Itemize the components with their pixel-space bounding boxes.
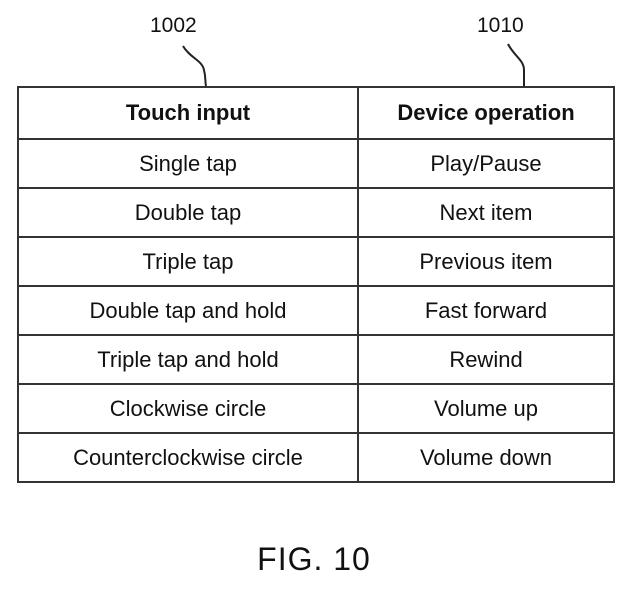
touch-input-table: Touch input Device operation Single tap …	[17, 86, 615, 483]
reference-numeral-1010: 1010	[477, 14, 524, 37]
touch-input-cell: Counterclockwise circle	[17, 432, 359, 483]
touch-input-cell: Single tap	[17, 138, 359, 189]
touch-input-cell: Double tap	[17, 187, 359, 238]
touch-input-cell: Triple tap and hold	[17, 334, 359, 385]
column-header-device-operation: Device operation	[357, 86, 615, 140]
device-operation-cell: Volume down	[357, 432, 615, 483]
touch-input-cell: Triple tap	[17, 236, 359, 287]
device-operation-cell: Rewind	[357, 334, 615, 385]
table-row: Triple tap and hold Rewind	[17, 334, 615, 385]
table-row: Double tap Next item	[17, 187, 615, 238]
leader-line-1010	[507, 43, 525, 86]
leader-line-1002	[182, 45, 207, 87]
touch-input-cell: Clockwise circle	[17, 383, 359, 434]
figure-caption: FIG. 10	[257, 541, 371, 577]
device-operation-cell: Previous item	[357, 236, 615, 287]
touch-input-cell: Double tap and hold	[17, 285, 359, 336]
device-operation-cell: Play/Pause	[357, 138, 615, 189]
table-row: Double tap and hold Fast forward	[17, 285, 615, 336]
reference-numeral-1002: 1002	[150, 14, 197, 37]
device-operation-cell: Fast forward	[357, 285, 615, 336]
table-row: Counterclockwise circle Volume down	[17, 432, 615, 483]
device-operation-cell: Volume up	[357, 383, 615, 434]
column-header-touch-input: Touch input	[17, 86, 359, 140]
table-row: Single tap Play/Pause	[17, 138, 615, 189]
table-header-row: Touch input Device operation	[17, 86, 615, 140]
device-operation-cell: Next item	[357, 187, 615, 238]
table-row: Triple tap Previous item	[17, 236, 615, 287]
table-row: Clockwise circle Volume up	[17, 383, 615, 434]
